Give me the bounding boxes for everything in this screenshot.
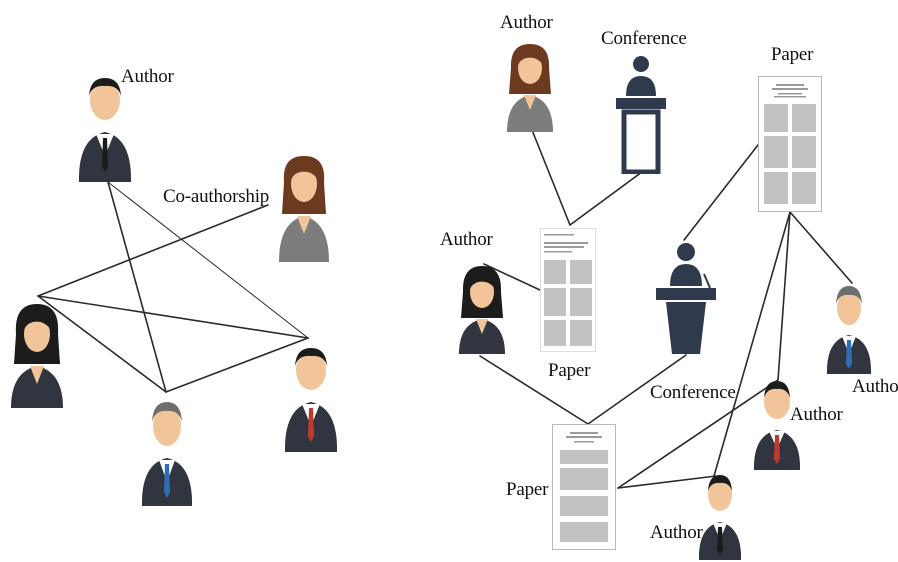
paper-document-icon bbox=[552, 424, 616, 550]
edge bbox=[107, 181, 167, 393]
person-icon bbox=[141, 402, 193, 506]
conference-label: Conference bbox=[601, 28, 687, 49]
edge bbox=[479, 355, 589, 425]
paper-document-icon bbox=[758, 76, 822, 212]
edge bbox=[483, 263, 541, 291]
author-label: Author bbox=[500, 12, 553, 33]
edge bbox=[531, 129, 571, 226]
edge bbox=[37, 204, 269, 297]
paper-label: Paper bbox=[548, 360, 591, 381]
edge bbox=[587, 354, 687, 425]
person-icon bbox=[284, 348, 338, 452]
edge bbox=[107, 181, 309, 339]
edge bbox=[37, 295, 309, 339]
person-icon bbox=[698, 475, 742, 560]
podium-icon bbox=[616, 56, 666, 174]
coauthorship-label: Co-authorship bbox=[163, 186, 270, 207]
author-label: Author bbox=[852, 376, 898, 397]
conference-label: Conference bbox=[650, 382, 736, 403]
edge bbox=[617, 379, 779, 489]
paper-label: Paper bbox=[506, 479, 549, 500]
paper-label: Paper bbox=[771, 44, 814, 65]
person-icon bbox=[826, 286, 872, 374]
author-label: Author bbox=[790, 404, 843, 425]
author-label: Author bbox=[121, 66, 174, 87]
edge bbox=[777, 211, 791, 381]
edge bbox=[789, 211, 853, 284]
author-label: Author bbox=[440, 229, 493, 250]
author-label: Author bbox=[650, 522, 703, 543]
edge bbox=[683, 144, 759, 241]
edge bbox=[37, 295, 167, 393]
edge bbox=[617, 475, 717, 489]
person-icon bbox=[507, 44, 553, 132]
person-icon bbox=[459, 266, 505, 354]
edge bbox=[713, 211, 791, 477]
edge bbox=[165, 337, 309, 393]
person-icon bbox=[279, 156, 329, 262]
podium-icon bbox=[656, 243, 716, 354]
person-icon bbox=[11, 304, 63, 408]
person-icon bbox=[78, 78, 132, 182]
edge bbox=[569, 171, 643, 226]
paper-document-icon bbox=[540, 228, 596, 352]
person-icon bbox=[753, 381, 801, 470]
